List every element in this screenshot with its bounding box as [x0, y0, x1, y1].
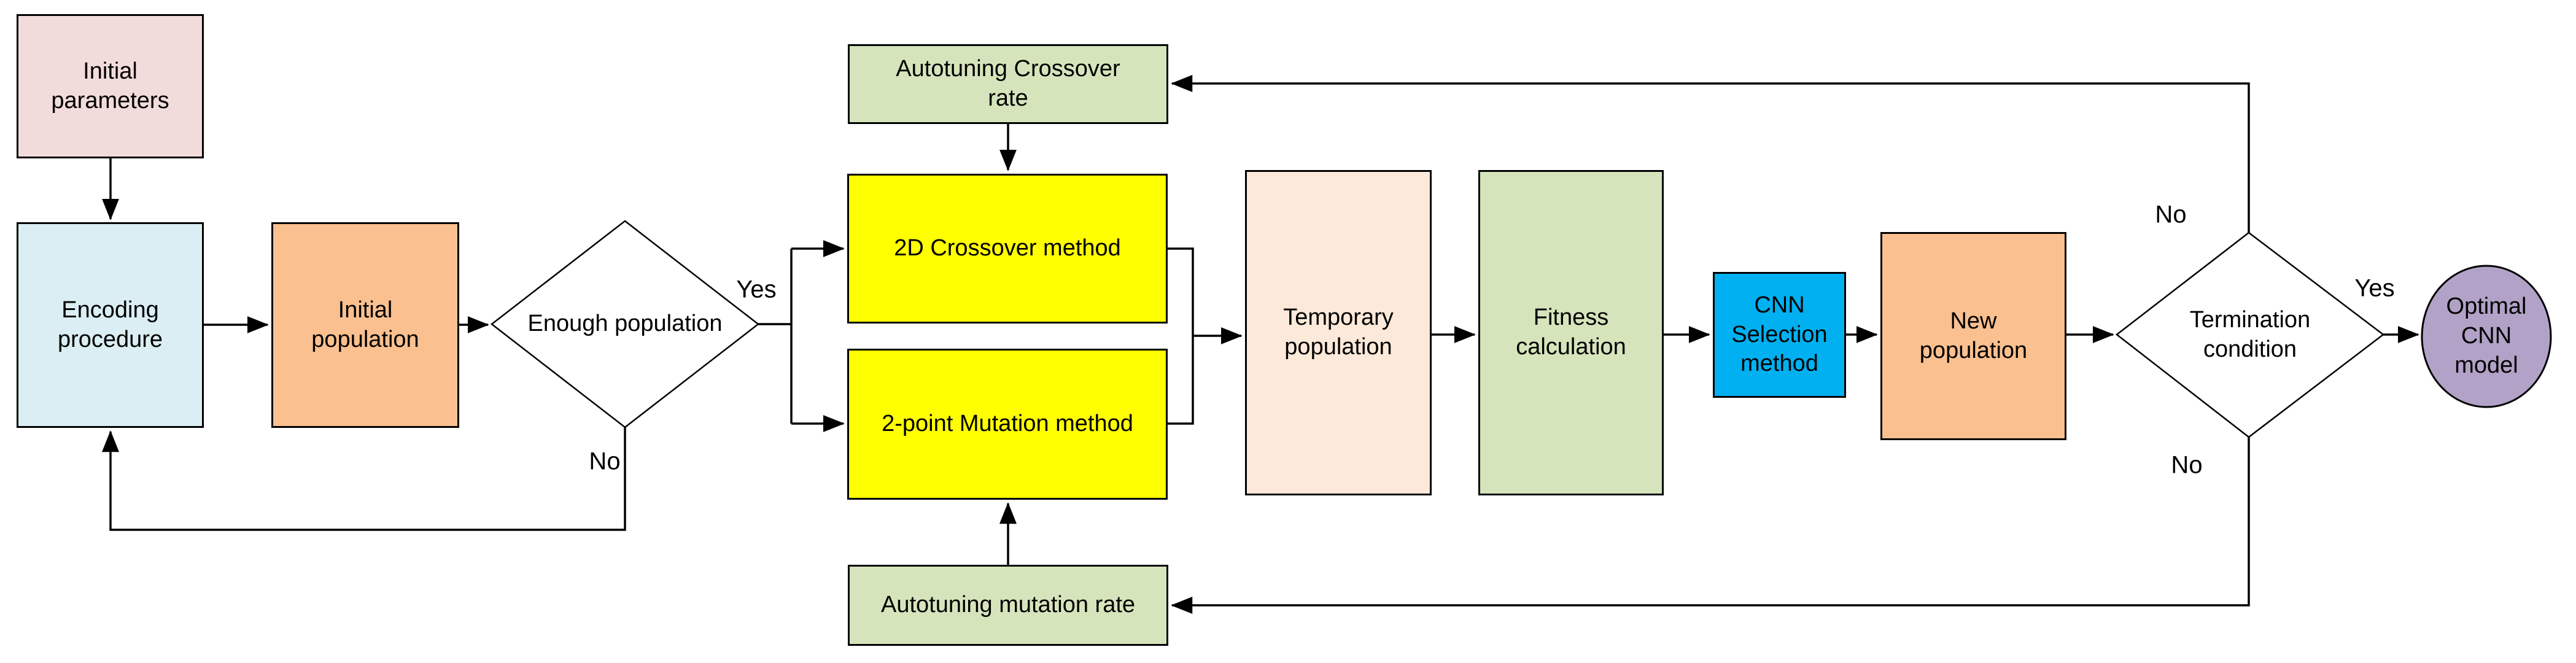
label-termination-no-bottom: No — [2171, 451, 2203, 479]
diamond-termination-condition — [2115, 231, 2385, 438]
node-encoding-procedure-label: Encoding procedure — [57, 297, 163, 352]
node-new-population-label: New population — [1919, 308, 2028, 363]
node-encoding-procedure: Encoding procedure — [17, 222, 204, 428]
label-termination-yes: Yes — [2354, 274, 2395, 302]
loop-no-to-mutationrate — [1171, 437, 2250, 614]
node-temporary-population-label: Temporary population — [1283, 304, 1394, 360]
node-autotuning-crossover-rate: Autotuning Crossover rate — [848, 44, 1168, 124]
node-new-population: New population — [1880, 232, 2066, 440]
node-2d-crossover-method-label: 2D Crossover method — [894, 235, 1121, 262]
node-autotuning-crossover-rate-label: Autotuning Crossover rate — [896, 56, 1120, 111]
node-cnn-selection-method-label: CNN Selection method — [1731, 292, 1828, 377]
node-fitness-calculation-label: Fitness calculation — [1516, 304, 1626, 360]
diamond-enough-population-label: Enough population — [527, 311, 723, 337]
node-2d-crossover-method: 2D Crossover method — [847, 174, 1168, 324]
label-enough-no: No — [589, 448, 621, 475]
diamond-enough-population — [490, 220, 760, 428]
diamond-termination-condition-text: Termination condition — [2158, 306, 2342, 365]
diamond-termination-condition-label: Termination condition — [2189, 307, 2311, 362]
ellipse-optimal-cnn-model — [2421, 265, 2552, 408]
label-termination-no-top: No — [2155, 201, 2187, 228]
loop-no-to-encoding — [102, 427, 626, 531]
ellipse-optimal-cnn-model-text: Optimal CNN model — [2437, 292, 2535, 381]
node-autotuning-mutation-rate-label: Autotuning mutation rate — [880, 592, 1136, 618]
node-autotuning-mutation-rate: Autotuning mutation rate — [848, 565, 1168, 646]
node-temporary-population: Temporary population — [1245, 170, 1432, 495]
ellipse-optimal-cnn-model-label: Optimal CNN model — [2446, 293, 2527, 378]
node-2point-mutation-method-label: 2-point Mutation method — [882, 411, 1133, 437]
diamond-enough-population-text: Enough population — [508, 309, 742, 339]
wire-operators-merge-to-temppop — [1168, 247, 1241, 425]
node-fitness-calculation: Fitness calculation — [1478, 170, 1664, 495]
node-initial-population-label: Initial population — [311, 297, 419, 352]
node-2point-mutation-method: 2-point Mutation method — [847, 349, 1168, 500]
node-cnn-selection-method: CNN Selection method — [1713, 272, 1846, 398]
node-initial-parameters-label: Initial parameters — [51, 58, 169, 114]
node-initial-population: Initial population — [271, 222, 459, 428]
wire-yes-split — [758, 249, 793, 424]
loop-no-to-crossoverrate — [1171, 75, 2250, 233]
node-initial-parameters: Initial parameters — [17, 14, 204, 158]
label-enough-yes: Yes — [736, 276, 777, 303]
